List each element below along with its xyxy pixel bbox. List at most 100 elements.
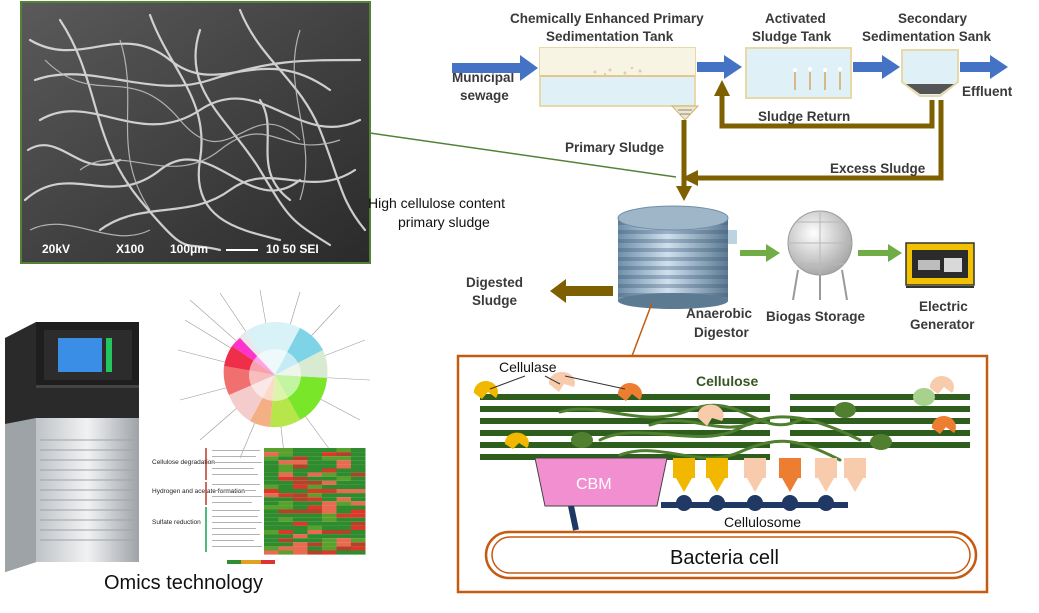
- heatmap-cell: [264, 546, 279, 551]
- heatmap-cell: [351, 476, 366, 481]
- heatmap-cell: [322, 484, 337, 489]
- heatmap-cell: [264, 538, 279, 543]
- heatmap-cell: [322, 542, 337, 547]
- heatmap-cell: [351, 530, 366, 535]
- heatmap-cell: [264, 456, 279, 461]
- secondary-tank: [901, 49, 959, 97]
- sem-id-label: 10 50 SEI: [266, 242, 319, 256]
- anaerobic-digestor: [617, 205, 737, 309]
- biogas-storage-sphere: [787, 210, 853, 301]
- heatmap-cell: [351, 505, 366, 510]
- heatmap-cell: [264, 497, 279, 502]
- heatmap-cell: [293, 525, 308, 530]
- heatmap-cell: [307, 513, 322, 518]
- heatmap-cell: [307, 530, 322, 535]
- heatmap-cell: [293, 530, 308, 535]
- bacteria-cell: [484, 530, 978, 580]
- heatmap-cell: [293, 546, 308, 551]
- sem-mag-label: X100: [116, 242, 144, 256]
- heatmap-cell: [293, 550, 308, 555]
- sem-micrograph: 20kV X100 100μm 10 50 SEI: [20, 1, 371, 264]
- heatmap-cell: [336, 521, 351, 526]
- generator-label-1: Electric: [919, 299, 968, 314]
- anaerobic-label-2: Digestor: [694, 325, 750, 340]
- digestor-connector-line: [631, 302, 653, 357]
- heatmap-cell: [307, 546, 322, 551]
- heatmap-cell: [322, 480, 337, 485]
- heatmap-cell: [322, 493, 337, 498]
- heatmap-cell: [264, 484, 279, 489]
- heatmap-cell: [351, 546, 366, 551]
- heatmap-cell: [307, 517, 322, 522]
- heatmap-cell: [351, 493, 366, 498]
- heatmap-cell: [278, 456, 293, 461]
- heatmap-cell: [307, 509, 322, 514]
- heatmap-cell: [351, 452, 366, 457]
- heatmap-cell: [278, 497, 293, 502]
- heatmap-cell: [293, 493, 308, 498]
- heatmap-cell: [336, 505, 351, 510]
- cellulose-label: Cellulose: [696, 373, 758, 389]
- high-cellulose-label-2: primary sludge: [398, 214, 490, 230]
- heatmap-cell: [278, 464, 293, 469]
- heatmap-cell: [307, 542, 322, 547]
- secondary-title-2: Sedimentation Sank: [862, 29, 992, 44]
- heatmap-cells: [264, 448, 366, 555]
- sludge-return-label: Sludge Return: [758, 109, 850, 124]
- heatmap-cell: [307, 501, 322, 506]
- heatmap-cell: [293, 489, 308, 494]
- heatmap-cell: [307, 448, 322, 453]
- heatmap-cell: [293, 448, 308, 453]
- excess-sludge-label: Excess Sludge: [830, 161, 926, 176]
- heatmap-cell: [264, 550, 279, 555]
- heatmap-cell: [336, 484, 351, 489]
- heatmap-group-3: Sulfate reduction: [152, 519, 201, 526]
- heatmap-cell: [351, 460, 366, 465]
- heatmap-cell: [293, 505, 308, 510]
- heatmap-cell: [322, 505, 337, 510]
- heatmap-cell: [278, 534, 293, 539]
- heatmap-cell: [322, 550, 337, 555]
- heatmap-cell: [293, 513, 308, 518]
- heatmap-cell: [322, 464, 337, 469]
- heatmap-cell: [351, 501, 366, 506]
- heatmap-cell: [293, 538, 308, 543]
- heatmap-cell: [307, 538, 322, 543]
- heatmap-cell: [322, 525, 337, 530]
- effluent-label: Effluent: [962, 84, 1013, 99]
- heatmap-cell: [322, 448, 337, 453]
- heatmap-cell: [264, 468, 279, 473]
- heatmap-cell: [307, 464, 322, 469]
- sludge-return-line: [719, 94, 935, 129]
- heatmap-cell: [307, 525, 322, 530]
- heatmap-cell: [264, 534, 279, 539]
- heatmap-cell: [264, 517, 279, 522]
- heatmap-cell: [336, 448, 351, 453]
- heatmap-cell: [336, 497, 351, 502]
- heatmap-cell: [336, 452, 351, 457]
- heatmap-cell: [264, 513, 279, 518]
- heatmap-cell: [351, 517, 366, 522]
- heatmap-cell: [293, 521, 308, 526]
- heatmap-cell: [278, 513, 293, 518]
- inlet-arrow: [452, 55, 538, 81]
- heatmap-cell: [351, 480, 366, 485]
- heatmap-cell: [351, 521, 366, 526]
- heatmap-cell: [278, 452, 293, 457]
- heatmap-cell: [264, 489, 279, 494]
- heatmap-cell: [278, 448, 293, 453]
- heatmap-cell: [336, 550, 351, 555]
- high-cellulose-label-1: High cellulose content: [368, 195, 505, 211]
- heatmap-cell: [351, 538, 366, 543]
- heatmap-cell: [278, 472, 293, 477]
- anaerobic-label-1: Anaerobic: [686, 306, 753, 321]
- generator-arrow: [858, 244, 902, 262]
- effluent-arrow: [960, 55, 1008, 79]
- activated-title-2: Sludge Tank: [752, 29, 832, 44]
- heatmap-cell: [322, 468, 337, 473]
- heatmap: Cellulose degradation Hydrogen and aceta…: [152, 448, 366, 564]
- heatmap-cell: [278, 525, 293, 530]
- cept-title-2: Sedimentation Tank: [546, 29, 674, 44]
- heatmap-cell: [278, 505, 293, 510]
- heatmap-cell: [278, 501, 293, 506]
